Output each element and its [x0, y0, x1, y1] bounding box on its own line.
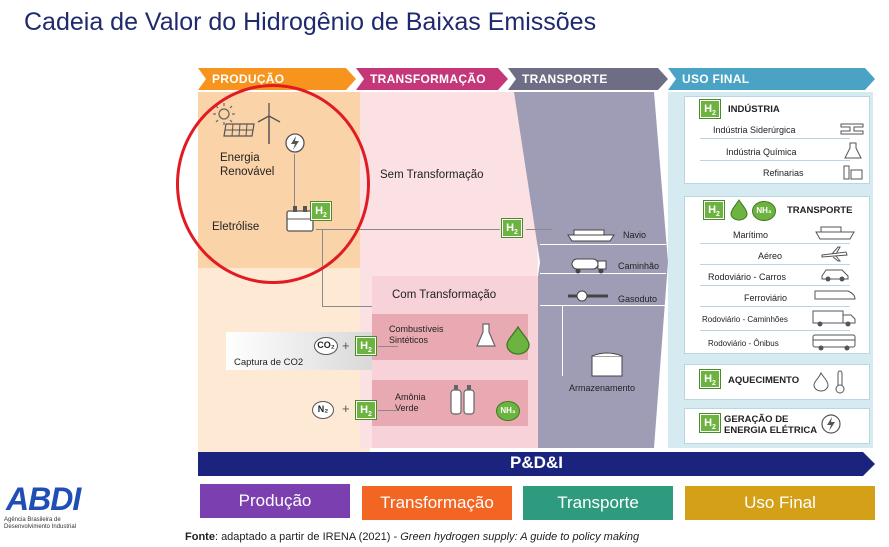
transporte-item: Rodoviário - Caminhões [702, 315, 788, 324]
flow-line-n2 [378, 410, 398, 411]
transport-line-gasoduto [540, 305, 666, 306]
divider [700, 306, 850, 307]
flow-line-sem [316, 229, 500, 230]
car-icon [821, 269, 849, 282]
h2-badge: H2 [501, 218, 523, 238]
fuel-drop-icon [730, 199, 748, 221]
source-note: Fonte: adaptado a partir de IRENA (2021)… [185, 531, 639, 543]
stage-header-transformacao: TRANSFORMAÇÃO [356, 68, 508, 90]
transport-line-navio [540, 244, 666, 245]
amonia-label: Amônia Verde [395, 392, 426, 413]
nh3-badge: NH₃ [496, 401, 520, 421]
transport-line-armazenamento [562, 306, 563, 376]
h2-badge: H2 [355, 336, 377, 356]
cargo-ship-icon [815, 226, 855, 240]
steel-beam-icon [840, 123, 864, 135]
divider [700, 160, 850, 161]
h2-badge: H2 [703, 200, 725, 220]
source-text: : adaptado a partir de IRENA (2021) - [214, 531, 401, 543]
h2-badge: H2 [699, 99, 721, 119]
gas-cylinder-icon [450, 385, 475, 415]
page-title: Cadeia de Valor do Hidrogênio de Baixas … [24, 8, 597, 36]
source-label: Fonte [185, 531, 215, 543]
industria-item: Indústria Siderúrgica [713, 125, 796, 135]
divider [700, 243, 850, 244]
pdi-label: P&D&I [510, 453, 563, 472]
h2-badge: H2 [699, 369, 721, 389]
pipeline-icon [568, 290, 608, 302]
flame-icon [813, 372, 829, 392]
pdi-bar [198, 452, 875, 476]
storage-tank-icon [591, 352, 623, 377]
armazenamento-label: Armazenamento [569, 383, 636, 393]
source-italic: Green hydrogen supply: A guide to policy… [400, 531, 640, 543]
bus-icon [812, 334, 856, 351]
sem-transformacao-label: Sem Transformação [380, 169, 484, 181]
tanker-truck-icon [571, 258, 607, 274]
combustiveis-label: Combustíveis Sintéticos [389, 324, 444, 345]
electricity-icon [821, 414, 841, 434]
plus-sign: + [342, 338, 350, 353]
captura-co2-label: Captura de CO2 [234, 357, 304, 368]
divider [700, 264, 850, 265]
abdi-logo: ABDI [6, 481, 81, 517]
fuel-drop-icon [506, 325, 530, 355]
box-uso-final: Uso Final [685, 486, 875, 520]
flow-line-to-transport [526, 229, 552, 230]
transporte-column [514, 92, 668, 448]
stage-header-transporte: TRANSPORTE [508, 68, 668, 90]
flow-line-co2 [378, 346, 398, 347]
highlight-circle [176, 84, 370, 284]
industria-item: Refinarias [763, 168, 804, 178]
airplane-icon [821, 246, 848, 262]
divider [700, 285, 850, 286]
box-producao: Produção [200, 484, 350, 518]
industria-title: INDÚSTRIA [728, 104, 780, 115]
abdi-logo-subtitle: Agência Brasileira de Desenvolvimento In… [4, 517, 77, 530]
train-icon [814, 290, 856, 300]
n2-badge: N₂ [312, 401, 334, 419]
truck-icon [812, 310, 856, 327]
thermometer-icon [835, 370, 845, 394]
geracao-title: GERAÇÃO DE ENERGIA ELÉTRICA [724, 414, 818, 436]
box-transformacao: Transformação [362, 486, 512, 520]
navio-label: Navio [623, 230, 647, 240]
divider [700, 330, 850, 331]
industria-item: Indústria Química [726, 147, 797, 157]
transporte-item: Marítimo [733, 230, 769, 240]
transporte-item: Aéreo [758, 251, 783, 261]
box-transporte: Transporte [523, 486, 673, 520]
nh3-badge: NH₃ [752, 201, 776, 221]
divider [700, 138, 850, 139]
stage-header-uso-final: USO FINAL [668, 68, 875, 90]
lab-flask-icon [476, 323, 496, 347]
ship-icon [567, 229, 615, 242]
captura-band [226, 332, 372, 370]
transporte-item: Ferroviário [744, 293, 788, 303]
caminhao-label: Caminhão [618, 261, 660, 271]
transporte-item: Rodoviário - Ônibus [708, 339, 779, 348]
flow-line-com [322, 306, 374, 307]
com-transformacao-label: Com Transformação [392, 289, 497, 301]
refinery-icon [843, 165, 863, 180]
stage-header-producao: PRODUÇÃO [198, 68, 356, 90]
transporte-title: TRANSPORTE [787, 205, 853, 216]
transport-line-caminhao [540, 273, 666, 274]
plus-sign: + [342, 401, 350, 416]
chemical-flask-icon [844, 142, 862, 159]
gasoduto-label: Gasoduto [618, 294, 658, 304]
co2-badge: CO₂ [314, 337, 338, 355]
aquecimento-title: AQUECIMENTO [728, 375, 800, 386]
h2-badge: H2 [699, 413, 721, 433]
transporte-item: Rodoviário - Carros [708, 272, 787, 282]
h2-badge: H2 [355, 400, 377, 420]
combustiveis-band [372, 314, 528, 360]
